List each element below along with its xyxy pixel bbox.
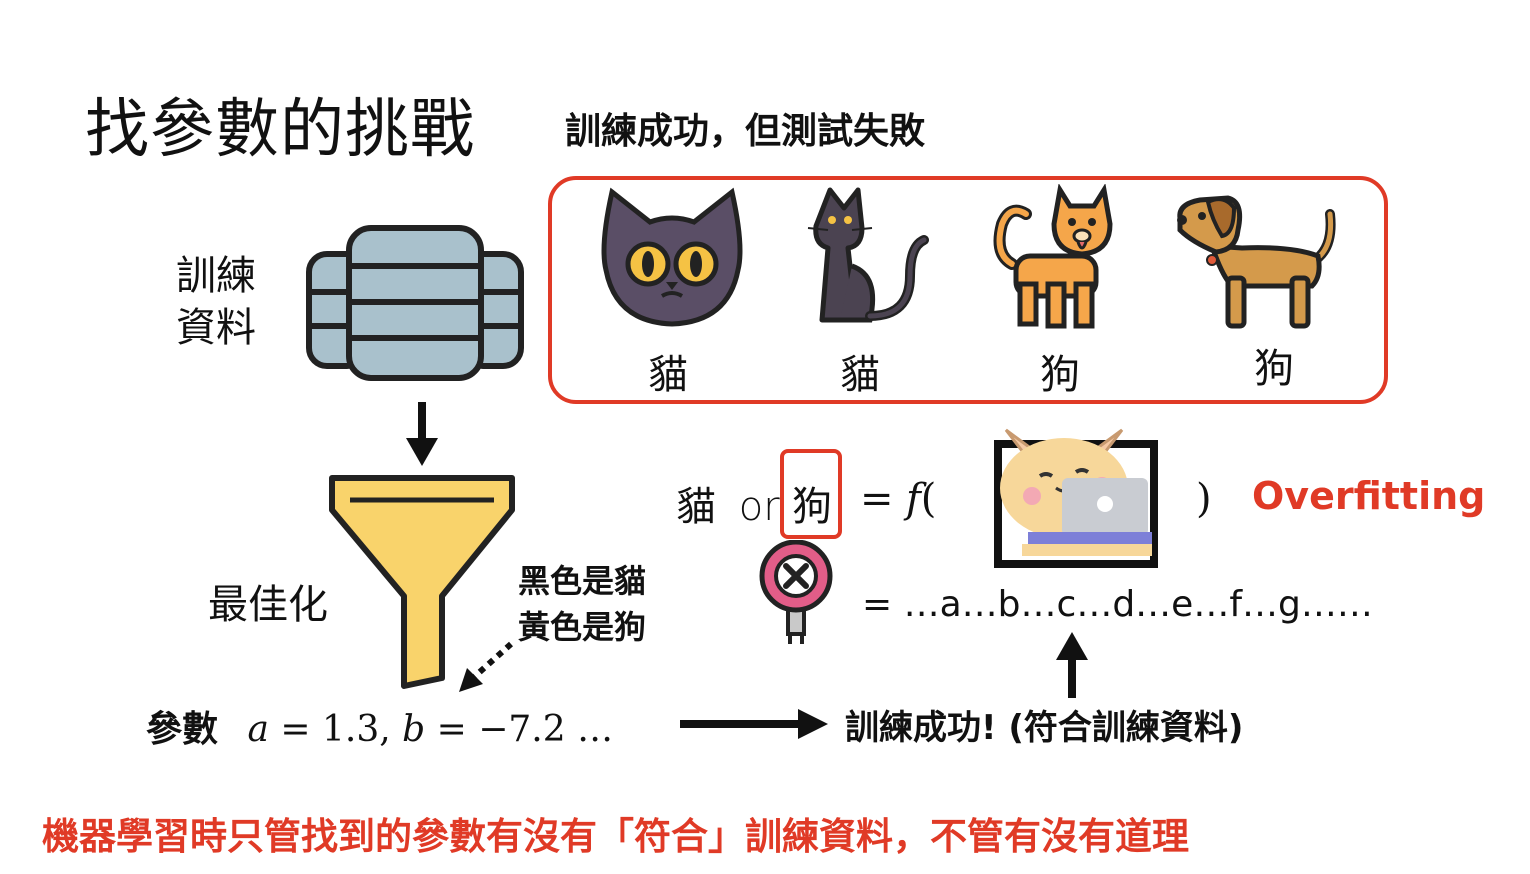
bottom-note: 機器學習時只管找到的參數有沒有「符合」訓練資料，不管有沒有道理 (42, 815, 1189, 858)
sample-label: 貓 (648, 352, 688, 398)
params-expression: 𝑎 = 1.3, 𝑏 = −7.2 … (247, 709, 614, 750)
wrong-sign-icon (759, 540, 833, 644)
page-title: 找參數的挑戰 (85, 93, 475, 167)
formula-lhs: 貓 or (676, 474, 780, 532)
black-cat-sitting-icon (807, 187, 929, 323)
training-samples-box (548, 176, 1388, 404)
black-cat-face-icon (601, 187, 743, 327)
sample-label: 貓 (840, 352, 880, 398)
optimize-label: 最佳化 (208, 582, 328, 628)
cat-with-laptop-image (994, 428, 1158, 568)
arrow-down-icon (406, 402, 438, 466)
training-data-label: 訓練 資料 (176, 253, 256, 351)
funnel-icon (329, 475, 515, 689)
yellow-dog-front-icon (993, 184, 1113, 329)
sample-label: 狗 (1040, 352, 1080, 398)
formula-close: ) (1196, 476, 1212, 522)
sample-label: 狗 (1254, 346, 1294, 392)
arrow-up-icon (1056, 632, 1088, 698)
formula-f: 𝑓( (906, 476, 937, 522)
formula-expansion: = …a…b…c…d…e…f…g…… (862, 584, 1373, 625)
highlight-box (780, 449, 842, 539)
params-row: 參數 𝑎 = 1.3, 𝑏 = −7.2 … (146, 700, 613, 752)
arrow-right-icon (680, 709, 828, 739)
hint-text: 黑色是貓 黃色是狗 (518, 562, 647, 646)
overfitting-label: Overfitting (1252, 474, 1486, 518)
brown-dog-side-icon (1177, 195, 1336, 329)
page-subtitle: 訓練成功，但測試失敗 (565, 111, 926, 152)
database-icon (306, 225, 524, 381)
params-label: 參數 (146, 709, 219, 750)
training-success-text: 訓練成功! (符合訓練資料) (845, 708, 1244, 748)
dotted-arrow-icon (459, 641, 514, 692)
formula-or: or (738, 484, 780, 530)
formula-cat: 貓 (676, 484, 716, 530)
formula-eq: = (860, 476, 894, 522)
formula-dog: 狗 (792, 484, 832, 530)
